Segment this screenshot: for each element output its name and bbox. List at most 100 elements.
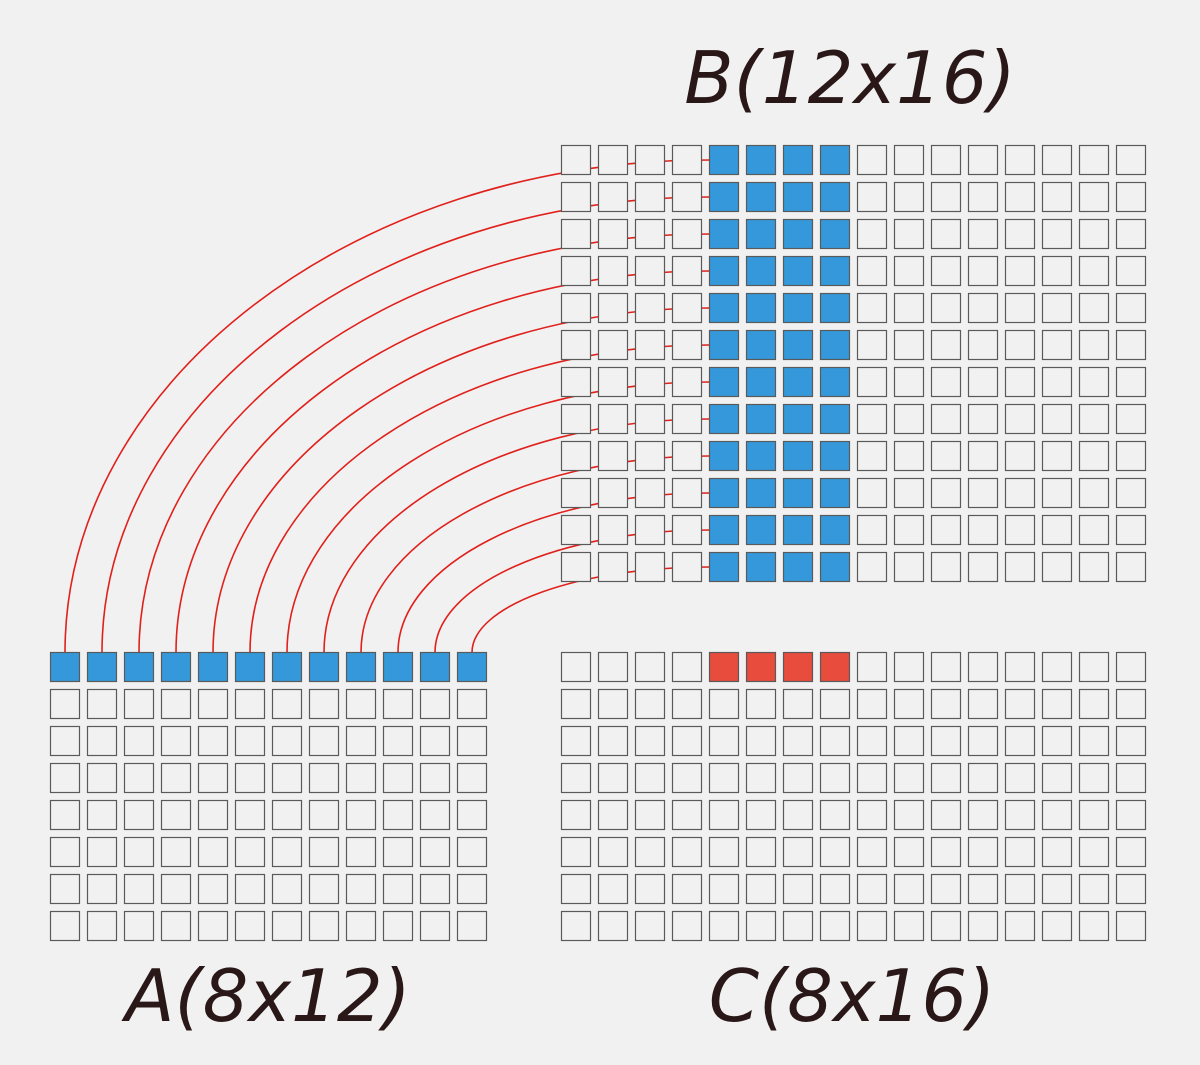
matrix-b-cell <box>1041 403 1073 435</box>
matrix-b-cell <box>1078 255 1110 287</box>
matrix-b-cell <box>893 255 925 287</box>
matrix-b-cell <box>634 514 666 546</box>
matrix-b-cell-highlighted <box>745 292 777 324</box>
matrix-c-cell <box>671 651 703 683</box>
matrix-b-cell <box>671 403 703 435</box>
matrix-b-cell <box>560 477 592 509</box>
matrix-a-cell <box>308 762 340 794</box>
matrix-b-cell <box>1115 144 1147 176</box>
matrix-b-cell <box>1004 144 1036 176</box>
matrix-c-cell <box>1115 688 1147 720</box>
matrix-a-cell <box>160 725 192 757</box>
matrix-b-cell-highlighted <box>819 329 851 361</box>
matrix-b-cell-highlighted <box>819 514 851 546</box>
matrix-b-cell-highlighted <box>745 551 777 583</box>
matrix-c-cell <box>1115 725 1147 757</box>
matrix-b-cell <box>930 181 962 213</box>
matrix-c-cell <box>708 725 740 757</box>
matrix-a-cell-highlighted <box>123 651 155 683</box>
matrix-b-cell-highlighted <box>819 551 851 583</box>
matrix-a-cell <box>382 910 414 942</box>
matrix-b-cell-highlighted <box>782 329 814 361</box>
matrix-a-cell <box>271 762 303 794</box>
matrix-b-cell-highlighted <box>819 477 851 509</box>
matrix-a-cell <box>345 688 377 720</box>
matrix-b-cell <box>597 514 629 546</box>
matrix-c-cell <box>1004 725 1036 757</box>
matrix-c-cell <box>967 873 999 905</box>
matrix-c-cell <box>856 873 888 905</box>
matrix-b-cell <box>1078 329 1110 361</box>
matrix-a-cell <box>197 799 229 831</box>
matrix-b-cell <box>893 144 925 176</box>
matrix-a-cell <box>123 762 155 794</box>
matrix-b-cell <box>1041 366 1073 398</box>
matrix-b-cell <box>1041 514 1073 546</box>
matrix-a-cell <box>49 688 81 720</box>
matrix-b-cell <box>930 514 962 546</box>
matrix-b-cell <box>1078 366 1110 398</box>
matrix-c-cell <box>671 688 703 720</box>
matrix-a-cell-highlighted <box>160 651 192 683</box>
matrix-c-cell <box>819 688 851 720</box>
matrix-b-cell <box>560 403 592 435</box>
matrix-b-cell-highlighted <box>782 292 814 324</box>
matrix-c-cell <box>1078 688 1110 720</box>
matrix-a-cell <box>234 762 266 794</box>
matrix-a-cell <box>49 725 81 757</box>
matrix-b-cell <box>634 403 666 435</box>
matrix-a-cell <box>382 873 414 905</box>
matrix-b-cell <box>1115 477 1147 509</box>
matrix-a-cell <box>419 836 451 868</box>
matrix-c-cell <box>1115 651 1147 683</box>
matrix-b-cell <box>930 255 962 287</box>
matrix-b-cell-highlighted <box>782 366 814 398</box>
matrix-b-cell-highlighted <box>708 144 740 176</box>
matrix-a-cell <box>345 799 377 831</box>
matrix-c-cell <box>597 910 629 942</box>
matrix-c-cell <box>893 762 925 794</box>
matrix-b-cell <box>634 181 666 213</box>
matrix-c-cell <box>560 799 592 831</box>
matrix-b-cell <box>671 440 703 472</box>
matrix-c-cell <box>1078 762 1110 794</box>
matrix-b-cell <box>671 218 703 250</box>
matrix-c-cell <box>856 688 888 720</box>
matrix-b-cell <box>856 440 888 472</box>
matrix-c-cell <box>560 836 592 868</box>
matrix-a-cell-highlighted <box>456 651 488 683</box>
matrix-c-cell <box>930 688 962 720</box>
matrix-a-cell <box>382 688 414 720</box>
matrix-c-cell <box>1041 910 1073 942</box>
matrix-b-cell <box>930 144 962 176</box>
matrix-c-cell <box>782 873 814 905</box>
matrix-b-cell <box>1041 440 1073 472</box>
matrix-b-cell <box>856 514 888 546</box>
matrix-a-cell <box>123 873 155 905</box>
matrix-b-cell <box>597 403 629 435</box>
matrix-c-cell <box>597 725 629 757</box>
matrix-c-cell <box>782 836 814 868</box>
matrix-a-cell <box>308 836 340 868</box>
matrix-b-cell-highlighted <box>782 440 814 472</box>
matrix-b-cell <box>1115 181 1147 213</box>
matrix-a-cell <box>456 799 488 831</box>
matrix-b-cell <box>1041 144 1073 176</box>
matrix-b-cell-highlighted <box>819 181 851 213</box>
matrix-a-cell <box>308 799 340 831</box>
matrix-b-cell <box>856 366 888 398</box>
matrix-a-cell <box>345 725 377 757</box>
matrix-a-cell <box>160 910 192 942</box>
matrix-a-cell <box>234 725 266 757</box>
matrix-b-cell <box>1115 551 1147 583</box>
matrix-a-cell <box>456 910 488 942</box>
matrix-b-cell-highlighted <box>708 218 740 250</box>
matrix-b-cell <box>1078 403 1110 435</box>
matrix-c-cell <box>597 651 629 683</box>
matrix-b-cell <box>560 292 592 324</box>
matrix-a-cell <box>197 836 229 868</box>
matrix-b-cell <box>967 144 999 176</box>
matrix-b-cell-highlighted <box>708 514 740 546</box>
matrix-b-cell <box>1004 255 1036 287</box>
